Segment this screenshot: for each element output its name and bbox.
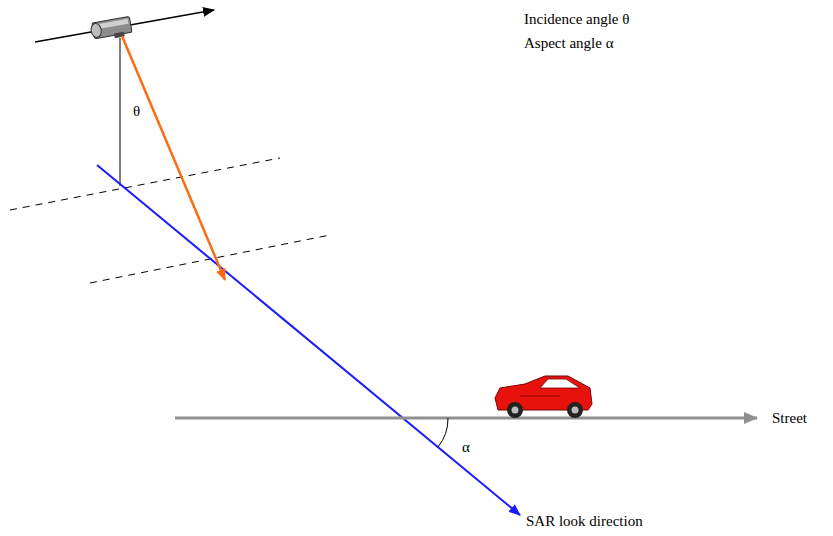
legend-note: Aspect angle α: [524, 34, 614, 52]
street-line: [175, 417, 757, 420]
aspect-angle-arc: [438, 418, 448, 447]
street-label: Street: [772, 409, 807, 427]
incidence-ray: [122, 36, 225, 280]
axis-label: SAR look direction: [526, 512, 643, 530]
car-icon: [495, 376, 592, 418]
legend-note: Incidence angle θ: [524, 10, 629, 28]
sar-sensor-icon: [90, 16, 133, 42]
flight-track: [35, 10, 214, 42]
nadir-line: [120, 38, 121, 186]
angle-symbol: α: [462, 438, 470, 456]
wavefront-line: [10, 158, 280, 210]
angle-symbol: θ: [133, 102, 140, 120]
look-direction-line: [97, 165, 520, 515]
